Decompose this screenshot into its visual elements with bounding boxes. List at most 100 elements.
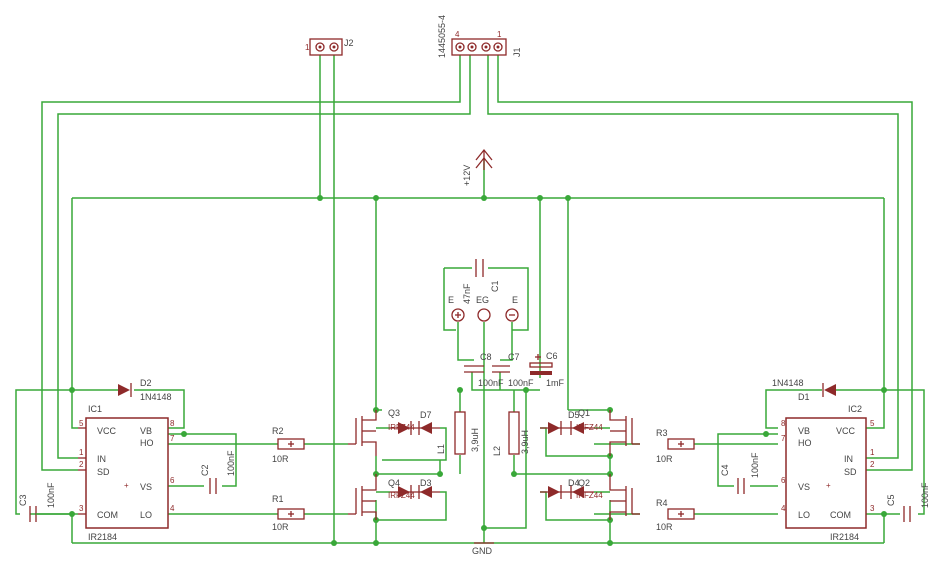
ic1-pin1: 1 — [79, 448, 84, 457]
capacitor-c4: C4 100nF — [720, 452, 760, 494]
r4-value: 10R — [656, 522, 673, 532]
c3-label: C3 — [18, 494, 28, 506]
ic2-pin1: 1 — [870, 448, 875, 457]
ic2-pin8: 8 — [781, 419, 786, 428]
ic1-pin3: 3 — [79, 504, 84, 513]
terminal-eg-label: EG — [476, 295, 489, 305]
diode-pair-d7: D7 — [390, 410, 440, 435]
q2-type: IRFZ44 — [576, 491, 603, 500]
r1-value: 10R — [272, 522, 289, 532]
l2-label: L2 — [492, 446, 502, 456]
c4-value: 100nF — [750, 452, 760, 478]
ic1-pin7: 7 — [170, 434, 175, 443]
ic1-pin4: 4 — [170, 504, 175, 513]
connector-j2: J2 1 — [305, 38, 354, 56]
c5-label: C5 — [886, 494, 896, 506]
ic2-pin4: 4 — [781, 504, 786, 513]
connector-j1: 4 1 J1 1445055-4 — [437, 15, 522, 58]
j1-part-number: 1445055-4 — [437, 15, 447, 58]
terminal-e-right-label: E — [512, 295, 518, 305]
ic1-pin8: 8 — [170, 419, 175, 428]
capacitor-c1: C1 47nF — [462, 259, 500, 304]
q4-label: Q4 — [388, 478, 400, 488]
terminal-e-left-label: E — [448, 295, 454, 305]
d2-type: 1N4148 — [140, 392, 172, 402]
q2-label: Q2 — [578, 478, 590, 488]
ic2-pin7: 7 — [781, 434, 786, 443]
c4-label: C4 — [720, 464, 730, 476]
c3-value: 100nF — [46, 482, 56, 508]
resistor-r1: R1 10R — [272, 494, 305, 532]
ic1-type: IR2184 — [88, 532, 117, 542]
ic1-in-pin: IN — [97, 454, 106, 464]
q3-label: Q3 — [388, 408, 400, 418]
j2-label: J2 — [344, 38, 354, 48]
ic1-origin-mark: + — [124, 481, 129, 490]
ic1-vcc-pin: VCC — [97, 426, 117, 436]
d5-label: D5 — [568, 410, 580, 420]
c6-label: C6 — [546, 351, 558, 361]
ic2-vcc-pin: VCC — [836, 426, 856, 436]
resistor-r4: R4 10R — [656, 498, 695, 532]
capacitor-c6: C6 1mF — [529, 351, 565, 388]
d7-label: D7 — [420, 410, 432, 420]
l1-value: 3,9uH — [470, 428, 480, 452]
c2-label: C2 — [200, 464, 210, 476]
resistor-r3: R3 10R — [656, 428, 695, 464]
ic1-lo-pin: LO — [140, 510, 152, 520]
inductor-l1: L1 3,9uH — [436, 411, 480, 455]
ic1-com-pin: COM — [97, 510, 118, 520]
junctions — [69, 195, 887, 546]
ic1-vs-pin: VS — [140, 482, 152, 492]
ic2-com-pin: COM — [830, 510, 851, 520]
ic1-pin5: 5 — [79, 419, 84, 428]
ic1-ho-pin: HO — [140, 438, 154, 448]
capacitor-c7: C7 100nF — [492, 352, 534, 388]
ic2-in-pin: IN — [844, 454, 853, 464]
mosfet-q4: Q4 IRFZ44 — [348, 474, 415, 520]
gnd-label: GND — [472, 546, 493, 556]
mosfet-q2: Q2 IRFZ44 — [576, 474, 640, 520]
j2-pin-number: 1 — [305, 43, 310, 52]
r3-label: R3 — [656, 428, 668, 438]
resistor-r2: R2 10R — [272, 426, 305, 464]
r4-label: R4 — [656, 498, 668, 508]
capacitor-c2: C2 100nF — [200, 450, 236, 494]
ic1-chip: IC1 IR2184 VCC IN SD COM VB HO VS LO + 5… — [78, 404, 175, 542]
ic2-pin6: 6 — [781, 476, 786, 485]
vcc-symbol: +12V — [462, 148, 493, 186]
ic1-vb-pin: VB — [140, 426, 152, 436]
ic2-origin-mark: + — [826, 481, 831, 490]
ic2-pin5: 5 — [870, 419, 875, 428]
ic2-vs-pin: VS — [798, 482, 810, 492]
ic1-pin2: 2 — [79, 460, 84, 469]
c5-value: 100nF — [920, 482, 930, 508]
terminal-block: E EG E — [448, 295, 519, 322]
gnd-symbol: GND — [472, 542, 494, 556]
q1-label: Q1 — [578, 408, 590, 418]
inductor-l2: L2 3,9uH — [492, 411, 530, 456]
capacitor-c5: C5 100nF — [886, 482, 930, 522]
diode-pair-d4: D4 — [540, 478, 594, 499]
ic2-ho-pin: HO — [798, 438, 812, 448]
ic2-pin3: 3 — [870, 504, 875, 513]
ic2-chip: IC2 IR2184 VB HO VS LO VCC IN SD COM + 8… — [781, 404, 875, 542]
d3-label: D3 — [420, 478, 432, 488]
c8-label: C8 — [480, 352, 492, 362]
c8-value: 100nF — [478, 378, 504, 388]
ic2-vb-pin: VB — [798, 426, 810, 436]
mosfet-q3: Q3 IRFZ44 — [348, 408, 415, 456]
diode-d2: D2 1N4148 — [118, 378, 172, 402]
ic2-lo-pin: LO — [798, 510, 810, 520]
c7-label: C7 — [508, 352, 520, 362]
ic2-label: IC2 — [848, 404, 862, 414]
d4-label: D4 — [568, 478, 580, 488]
d1-label: D1 — [798, 392, 810, 402]
ic2-sd-pin: SD — [844, 467, 857, 477]
r3-value: 10R — [656, 454, 673, 464]
c1-value: 47nF — [462, 283, 472, 304]
mosfet-q1: Q1 IRFZ44 — [576, 408, 640, 456]
ic1-label: IC1 — [88, 404, 102, 414]
c6-value: 1mF — [546, 378, 565, 388]
c2-value: 100nF — [226, 450, 236, 476]
